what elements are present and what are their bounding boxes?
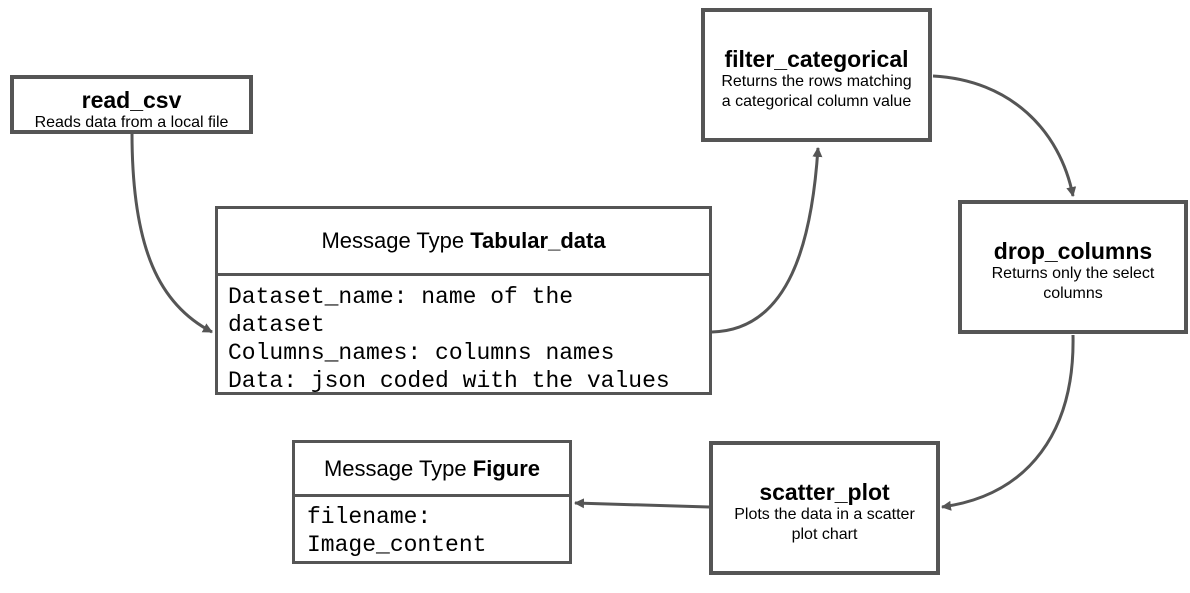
- message-figure-prefix: Message Type: [323, 456, 467, 481]
- message-figure[interactable]: Message Type Figure filename: Image_cont…: [292, 440, 572, 564]
- arrow-read-csv-to-tabular: [130, 132, 213, 334]
- node-filter-categorical-desc-line1: Returns the rows matching: [721, 73, 912, 90]
- message-figure-header: Message Type Figure: [295, 443, 569, 497]
- node-drop-columns-desc-line1: Returns only the select: [991, 265, 1155, 282]
- node-filter-categorical-title: filter_categorical: [724, 46, 909, 72]
- message-tabular-data-fields: Dataset_name: name of the dataset Column…: [218, 276, 709, 395]
- arrow-scatter-to-figure: [574, 498, 710, 509]
- node-drop-columns[interactable]: drop_columns Returns only the select col…: [958, 200, 1188, 334]
- arrow-tabular-to-filter: [711, 147, 823, 334]
- node-read-csv-title: read_csv: [81, 87, 182, 113]
- node-scatter-plot-desc-line2: plot chart: [791, 526, 858, 543]
- arrow-filter-to-drop-columns: [932, 74, 1077, 197]
- message-tabular-data[interactable]: Message Type Tabular_data Dataset_name: …: [215, 206, 712, 395]
- message-field: dataset: [228, 312, 325, 338]
- node-drop-columns-desc-line2: columns: [1043, 285, 1103, 302]
- message-field: Columns_names: columns names: [228, 340, 615, 366]
- node-read-csv[interactable]: read_csv Reads data from a local file: [10, 75, 253, 134]
- message-tabular-data-prefix: Message Type: [321, 228, 465, 253]
- node-read-csv-desc: Reads data from a local file: [34, 114, 229, 131]
- arrow-drop-columns-to-scatter: [941, 334, 1075, 511]
- node-scatter-plot-title: scatter_plot: [759, 479, 890, 505]
- node-scatter-plot-desc-line1: Plots the data in a scatter: [734, 506, 915, 523]
- node-filter-categorical[interactable]: filter_categorical Returns the rows matc…: [701, 8, 932, 142]
- message-field: filename:: [307, 504, 432, 530]
- message-figure-fields: filename: Image_content: [295, 497, 569, 559]
- node-drop-columns-title: drop_columns: [993, 238, 1153, 264]
- message-field: Dataset_name: name of the: [228, 284, 574, 310]
- node-scatter-plot[interactable]: scatter_plot Plots the data in a scatter…: [709, 441, 940, 575]
- message-tabular-data-type: Tabular_data: [470, 228, 606, 253]
- message-field: Image_content: [307, 532, 487, 558]
- message-tabular-data-header: Message Type Tabular_data: [218, 209, 709, 276]
- node-filter-categorical-desc-line2: a categorical column value: [721, 93, 912, 110]
- message-field: Data: json coded with the values: [228, 368, 670, 394]
- message-figure-type: Figure: [472, 456, 541, 481]
